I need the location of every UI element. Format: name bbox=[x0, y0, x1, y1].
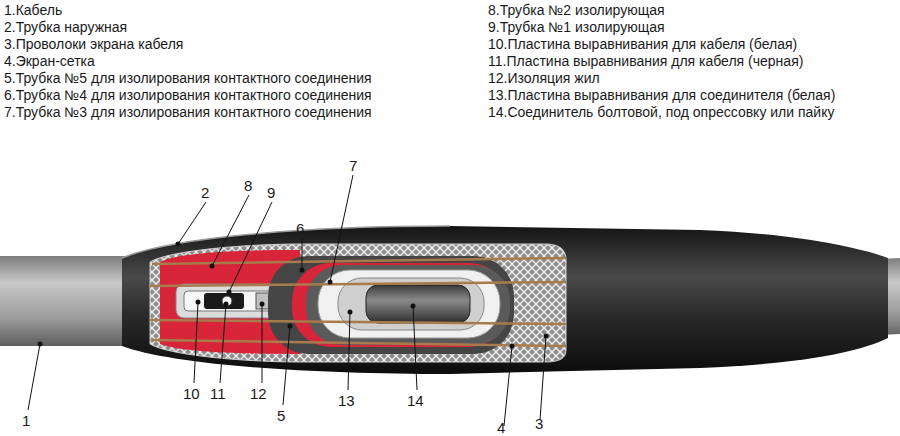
part-name: 8.Трубка №2 изолирующая bbox=[488, 3, 665, 17]
callout-number: 14 bbox=[407, 393, 424, 408]
callout-number: 9 bbox=[267, 185, 275, 200]
callout-number: 3 bbox=[535, 416, 543, 431]
mesh-screen bbox=[150, 244, 566, 362]
outer-sleeve bbox=[122, 226, 888, 374]
leader-dots bbox=[38, 242, 549, 349]
callout-number: 6 bbox=[296, 221, 304, 236]
part-name: 3.Проволоки экрана кабеля bbox=[4, 37, 183, 51]
callout-number: 13 bbox=[338, 393, 355, 408]
plate-black bbox=[204, 293, 244, 309]
callout-number: 11 bbox=[210, 386, 226, 401]
part-name: 14.Соединитель болтовой, под опрессовку … bbox=[488, 105, 834, 119]
callout-number: 10 bbox=[183, 386, 200, 401]
part-name: 10.Пластина выравнивания для кабеля (бел… bbox=[488, 37, 797, 51]
core-insulation bbox=[256, 293, 270, 309]
part-name: 5.Трубка №5 для изолирования контактного… bbox=[4, 71, 372, 85]
part-name: 12.Изоляция жил bbox=[488, 71, 600, 85]
part-name: 9.Трубка №1 изолирующая bbox=[488, 20, 665, 34]
part-name: 4.Экран-сетка bbox=[4, 54, 95, 68]
callout-number: 2 bbox=[201, 185, 209, 200]
part-name: 1.Кабель bbox=[4, 3, 62, 17]
callout-number: 1 bbox=[22, 413, 30, 428]
tube-5 bbox=[268, 256, 514, 354]
part-name: 13.Пластина выравнивания для соединителя… bbox=[488, 88, 835, 102]
tube-4-inner bbox=[306, 265, 510, 345]
part-name: 6.Трубка №4 для изолирования контактного… bbox=[4, 88, 372, 102]
callout-number: 4 bbox=[497, 420, 505, 435]
callout-number: 8 bbox=[244, 178, 252, 193]
part-name: 2.Трубка наружная bbox=[4, 20, 127, 34]
callout-number: 5 bbox=[277, 408, 285, 423]
screen-wires bbox=[150, 258, 566, 346]
callout-number: 12 bbox=[250, 386, 267, 401]
part-name: 11.Пластина выравнивания для кабеля (чер… bbox=[488, 54, 803, 68]
part-name: 7.Трубка №3 для изолирования контактного… bbox=[4, 105, 372, 119]
leader-lines bbox=[28, 175, 546, 426]
tube-3 bbox=[318, 270, 500, 338]
callout-number: 7 bbox=[349, 158, 357, 173]
connector bbox=[366, 285, 470, 323]
core bbox=[222, 296, 232, 306]
